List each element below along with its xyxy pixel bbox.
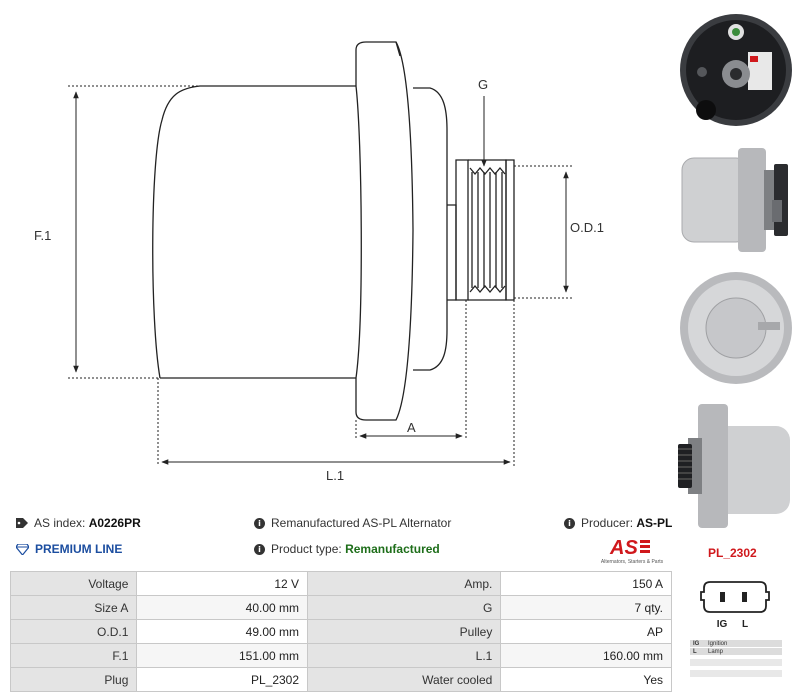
spec-table: Voltage 12 V Amp. 150 A Size A 40.00 mm … [9,571,672,692]
table-row: Voltage 12 V Amp. 150 A [9,571,672,596]
spec-value: 151.00 mm [136,643,309,668]
description-text: Remanufactured AS-PL Alternator [271,516,452,530]
spec-key: G [307,595,502,620]
technical-drawing: F.1 G O.D.1 A L.1 [34,41,604,483]
legend-meaning: Ignition [708,641,728,647]
spec-key: O.D.1 [9,619,138,644]
svg-text:IG: IG [717,619,728,630]
label-a: A [407,420,416,435]
plug-code: PL_2302 [708,546,757,560]
dimension-lines [68,85,572,466]
product-type: i Product type: Remanufactured [254,542,440,556]
spec-key: Water cooled [307,667,502,692]
plug-connector-diagram: IG L [700,581,770,630]
as-pl-logo: AS Alternators, Starters & Parts [601,537,664,565]
tag-icon [16,518,28,528]
spec-key: Size A [9,595,138,620]
spec-value: 160.00 mm [500,643,672,668]
producer: i Producer: AS-PL [564,516,672,530]
spec-value: 49.00 mm [136,619,309,644]
spec-key: Plug [9,667,138,692]
producer-value: AS-PL [636,516,673,530]
legend-code: IG [693,641,700,647]
legend-row-empty [690,659,782,667]
spec-key: L.1 [307,643,502,668]
premium-line-label: PREMIUM LINE [35,542,123,556]
as-index-label: AS index: [34,516,86,530]
spec-key: Voltage [9,571,138,596]
spec-key: F.1 [9,643,138,668]
spec-value: AP [500,619,672,644]
info-icon: i [254,517,265,529]
svg-text:AS: AS [609,537,638,559]
plug-legend: IG Ignition L Lamp [690,640,782,678]
spec-value: 12 V [136,571,309,596]
product-description: i Remanufactured AS-PL Alternator [254,516,451,530]
alternator-front-view[interactable] [676,268,796,388]
info-icon: i [564,517,575,529]
table-row: Plug PL_2302 Water cooled Yes [9,667,672,692]
spec-value: PL_2302 [136,667,309,692]
spec-value: 7 qty. [500,595,672,620]
legend-code: L [693,649,697,655]
svg-text:Alternators, Starters & Parts: Alternators, Starters & Parts [601,559,664,565]
as-index-value: A0226PR [88,516,141,530]
spec-value: Yes [500,667,672,692]
product-type-value: Remanufactured [345,542,440,556]
premium-line: PREMIUM LINE [16,542,122,556]
svg-text:L: L [742,619,748,630]
diamond-icon [16,543,29,555]
table-row: F.1 151.00 mm L.1 160.00 mm [9,643,672,668]
spec-value: 40.00 mm [136,595,309,620]
label-f1: F.1 [34,228,51,243]
label-g: G [478,77,488,92]
table-row: O.D.1 49.00 mm Pulley AP [9,619,672,644]
label-od1: O.D.1 [570,220,604,235]
table-row: Size A 40.00 mm G 7 qty. [9,595,672,620]
legend-row: IG Ignition [690,640,782,648]
alternator-pulley-side-view[interactable] [676,398,796,528]
producer-label: Producer: [581,516,634,530]
spec-key: Amp. [307,571,502,596]
alternator-side-view[interactable] [676,140,796,260]
spec-value: 150 A [500,571,672,596]
as-index: AS index: A0226PR [16,516,141,530]
info-icon: i [254,543,265,555]
product-type-label: Product type: [271,542,342,556]
spec-key: Pulley [307,619,502,644]
legend-meaning: Lamp [708,649,724,655]
alternator-outline [152,41,515,421]
alternator-rear-view[interactable] [676,10,796,130]
legend-row: L Lamp [690,648,782,656]
label-l1: L.1 [326,468,344,483]
legend-row-empty [690,670,782,678]
